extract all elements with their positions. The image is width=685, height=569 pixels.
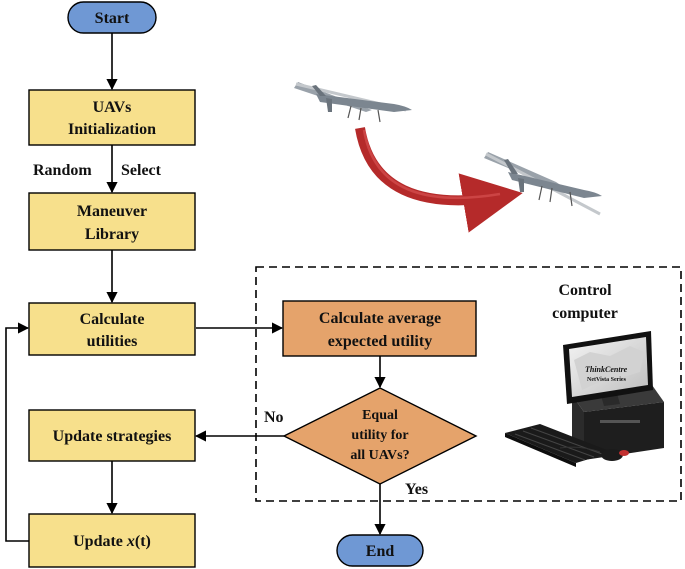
maneuver-library-node: Maneuver Library (28, 192, 196, 251)
start-label: Start (95, 10, 130, 27)
update-strategies-label: Update strategies (53, 428, 172, 445)
uav-init-line2: Initialization (68, 121, 156, 138)
update-x-node: Update x(t) (28, 513, 196, 568)
control-label-line1: Control (558, 282, 612, 299)
uav-initialization-node: UAVs Initialization (28, 89, 196, 146)
start-node: Start (67, 1, 157, 34)
decision-line2: utility for (351, 428, 408, 443)
decision-line1: Equal (362, 408, 398, 423)
brand-line2: NetVista Series (587, 377, 627, 383)
yes-label: Yes (405, 481, 428, 498)
uav-drone-icon (294, 82, 412, 123)
update-strategies-node: Update strategies (28, 409, 196, 462)
uav-drone-icon (484, 152, 602, 216)
no-label: No (264, 409, 284, 426)
calculate-average-node: Calculate average expected utility (282, 300, 477, 357)
update-x-label: Update x(t) (73, 533, 151, 550)
calc-avg-line1: Calculate average (319, 310, 441, 327)
maneuver-line1: Maneuver (77, 203, 147, 220)
calc-util-line1: Calculate (80, 311, 145, 328)
control-label-line2: computer (552, 305, 618, 322)
random-label: Random (33, 162, 92, 179)
decision-line3: all UAVs? (350, 448, 409, 463)
calc-avg-line2: expected utility (328, 333, 432, 350)
connectors (5, 33, 386, 542)
brand-line1: ThinkCentre (585, 365, 628, 374)
control-computer-box (255, 266, 682, 502)
decision-node: Equal utility for all UAVs? (282, 387, 478, 485)
maneuver-line2: Library (85, 226, 139, 243)
edge-feedback-loop (5, 322, 30, 542)
curved-arrow (355, 127, 523, 233)
uav-init-line1: UAVs (93, 99, 132, 116)
calculate-utilities-node: Calculate utilities (28, 302, 196, 356)
end-node: End (336, 534, 424, 567)
calc-util-line2: utilities (87, 333, 138, 350)
select-label: Select (121, 162, 162, 179)
desktop-computer-icon: ThinkCentre NetVista Series (505, 331, 664, 467)
end-label: End (366, 543, 395, 560)
